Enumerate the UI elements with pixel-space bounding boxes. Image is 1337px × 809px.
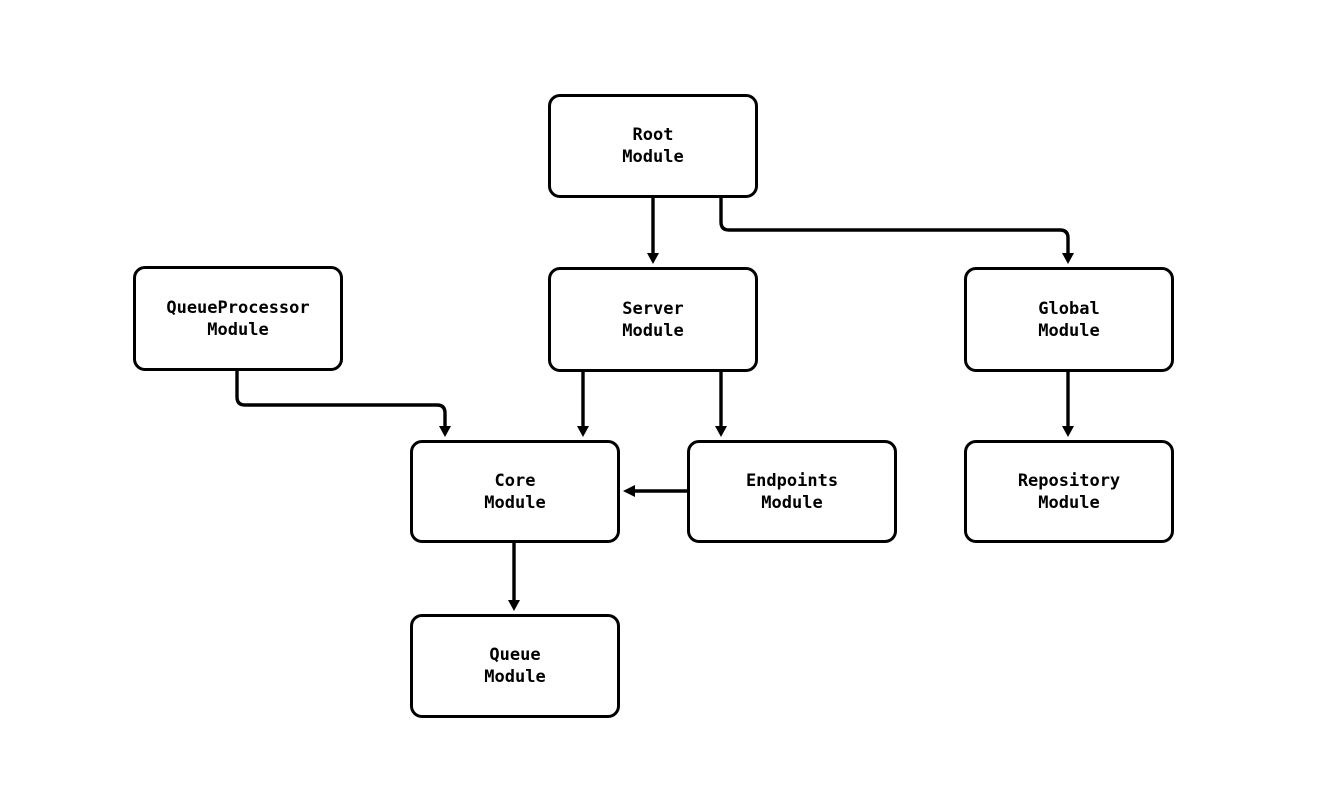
- node-root-module-suffix: Module: [622, 147, 684, 167]
- node-server-module-suffix: Module: [622, 320, 684, 341]
- edge-root-to-global: [719, 198, 1074, 264]
- edge-queueprocessor-to-core: [235, 371, 451, 437]
- edge-server-to-endpoints: [715, 372, 727, 437]
- node-repository-module[interactable]: Repository Module: [964, 440, 1174, 543]
- node-endpoints-module-name: Endpoints: [745, 470, 839, 491]
- node-global-module-name: Global: [1038, 298, 1100, 319]
- node-queue-module-suffix: Module: [484, 667, 546, 687]
- node-root-module[interactable]: Root Module: [548, 94, 758, 198]
- node-queue-module-name: Queue: [489, 645, 541, 665]
- node-endpoints-module[interactable]: Endpoints Module: [687, 440, 897, 543]
- node-endpoints-module-suffix: Module: [761, 492, 823, 513]
- node-queueprocessor-module[interactable]: QueueProcessor Module: [133, 266, 343, 371]
- edge-global-to-repository: [1062, 372, 1074, 437]
- edge-server-to-core: [577, 372, 589, 437]
- node-core-module-name: Core: [494, 470, 536, 491]
- node-server-module[interactable]: Server Module: [548, 267, 758, 372]
- node-root-module-name: Root: [632, 125, 674, 145]
- node-queue-module[interactable]: Queue Module: [410, 614, 620, 718]
- edge-endpoints-to-core: [623, 485, 687, 497]
- node-global-module[interactable]: Global Module: [964, 267, 1174, 372]
- node-repository-module-name: Repository: [1017, 470, 1121, 491]
- node-global-module-suffix: Module: [1038, 320, 1100, 341]
- node-core-module[interactable]: Core Module: [410, 440, 620, 543]
- node-queueprocessor-module-name: QueueProcessor: [166, 297, 310, 318]
- node-repository-module-suffix: Module: [1038, 492, 1100, 513]
- node-queueprocessor-module-suffix: Module: [207, 319, 269, 340]
- edge-core-to-queue: [508, 543, 520, 611]
- edge-root-to-server: [647, 198, 659, 264]
- node-core-module-suffix: Module: [484, 492, 546, 513]
- node-server-module-name: Server: [622, 298, 684, 319]
